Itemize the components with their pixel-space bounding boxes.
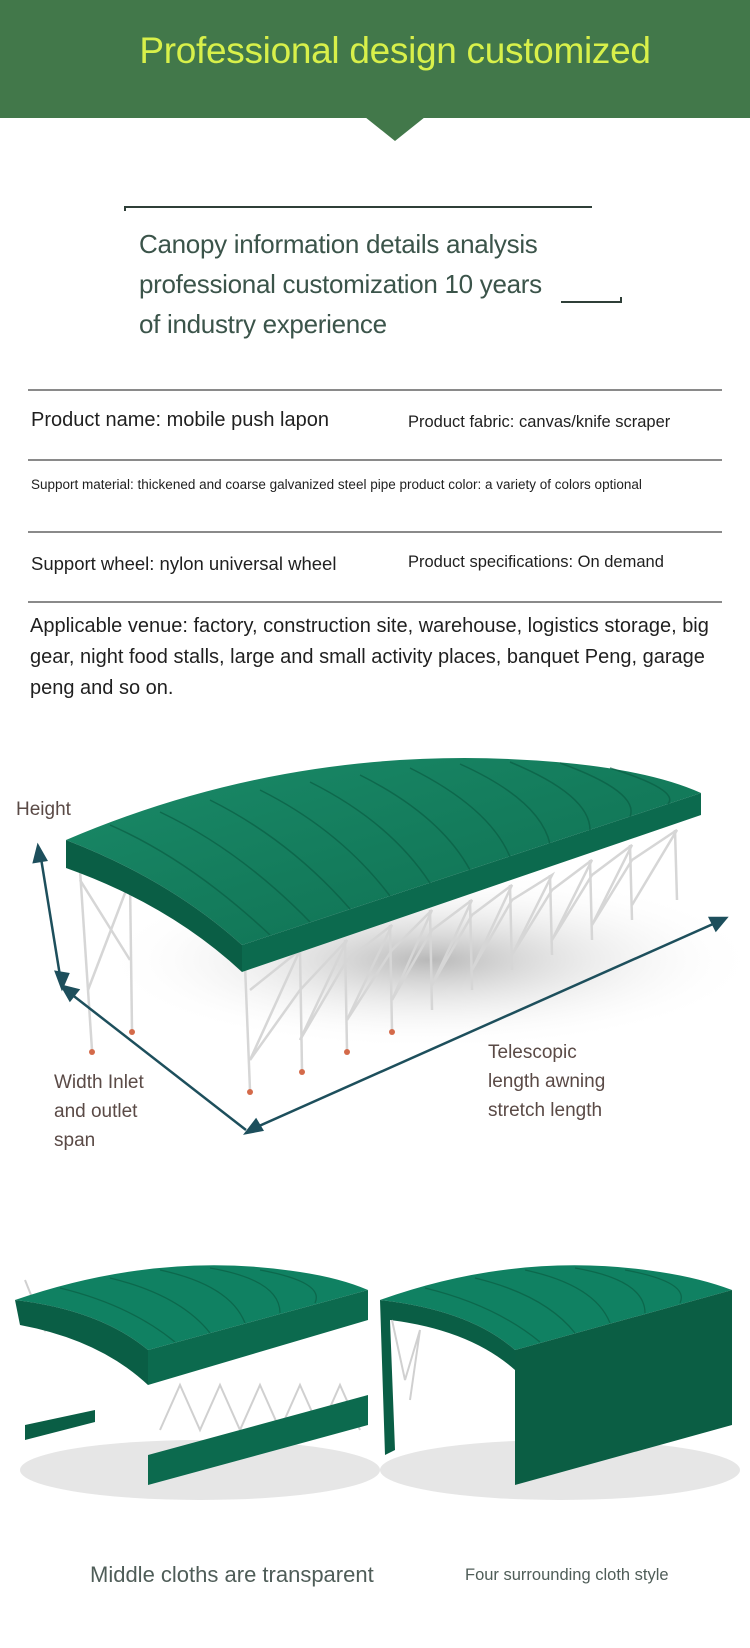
intro-text: Canopy information details analysis prof…: [139, 224, 659, 344]
canopy-style-variants: [15, 1265, 740, 1500]
intro-divider-tick: [124, 206, 126, 211]
four-side-cloth-canopy: [380, 1265, 740, 1500]
canopy-side-face: [242, 793, 701, 972]
length-label-line: length awning: [488, 1071, 606, 1092]
arrow-head: [54, 970, 70, 992]
spec-applicable-venue: Applicable venue: factory, construction …: [30, 615, 709, 699]
banner-title: Professional design customized: [139, 30, 651, 71]
height-label: Height: [16, 799, 71, 820]
roof-ribs: [109, 761, 671, 936]
width-label: Width Inlet and outlet span: [54, 1068, 144, 1155]
caption-transparent-middle: Middle cloths are transparent: [90, 1562, 374, 1587]
spec-divider: [28, 459, 722, 461]
transparent-middle-canopy: [15, 1265, 380, 1500]
width-label-line: Width Inlet: [54, 1072, 144, 1093]
spec-support-material: Support material: thickened and coarse g…: [31, 477, 642, 492]
spec-product-specifications: Product specifications: On demand: [408, 553, 664, 571]
canopy-dimension-diagram: [32, 758, 750, 1135]
intro-underline-tick: [620, 297, 622, 303]
steel-frame: [78, 828, 679, 1091]
spec-product-fabric: Product fabric: canvas/knife scraper: [408, 413, 671, 431]
length-label-line: Telescopic: [488, 1042, 577, 1063]
canopy-roof: [66, 758, 701, 945]
intro-divider: [124, 206, 592, 208]
spec-product-name: Product name: mobile push lapon: [31, 409, 329, 431]
caption-four-side-cloth: Four surrounding cloth style: [465, 1566, 669, 1584]
canopy-front-face: [66, 840, 242, 972]
arrow-head: [59, 984, 81, 1003]
dimension-arrows: [32, 842, 729, 1135]
intro-underline-mark: [561, 301, 622, 303]
spec-divider: [28, 601, 722, 603]
banner-pointer: [365, 117, 425, 141]
spec-divider: [28, 389, 722, 391]
header-banner: [0, 0, 750, 118]
wheels: [89, 1029, 395, 1095]
intro-line-1: Canopy information details analysis: [139, 229, 538, 259]
spec-divider: [28, 531, 722, 533]
arrow-head: [243, 1117, 264, 1135]
length-arrow: [249, 918, 723, 1132]
width-label-line: and outlet: [54, 1101, 138, 1122]
length-label: Telescopic length awning stretch length: [488, 1038, 605, 1125]
width-arrow: [65, 989, 247, 1131]
height-arrow: [38, 851, 63, 983]
arrow-head: [32, 842, 48, 864]
intro-line-2: professional customization 10 years: [139, 269, 542, 299]
width-label-line: span: [54, 1130, 96, 1151]
arrow-head: [707, 916, 729, 933]
length-label-line: stretch length: [488, 1100, 603, 1121]
spec-support-wheel: Support wheel: nylon universal wheel: [31, 553, 337, 574]
intro-line-3: of industry experience: [139, 309, 387, 339]
